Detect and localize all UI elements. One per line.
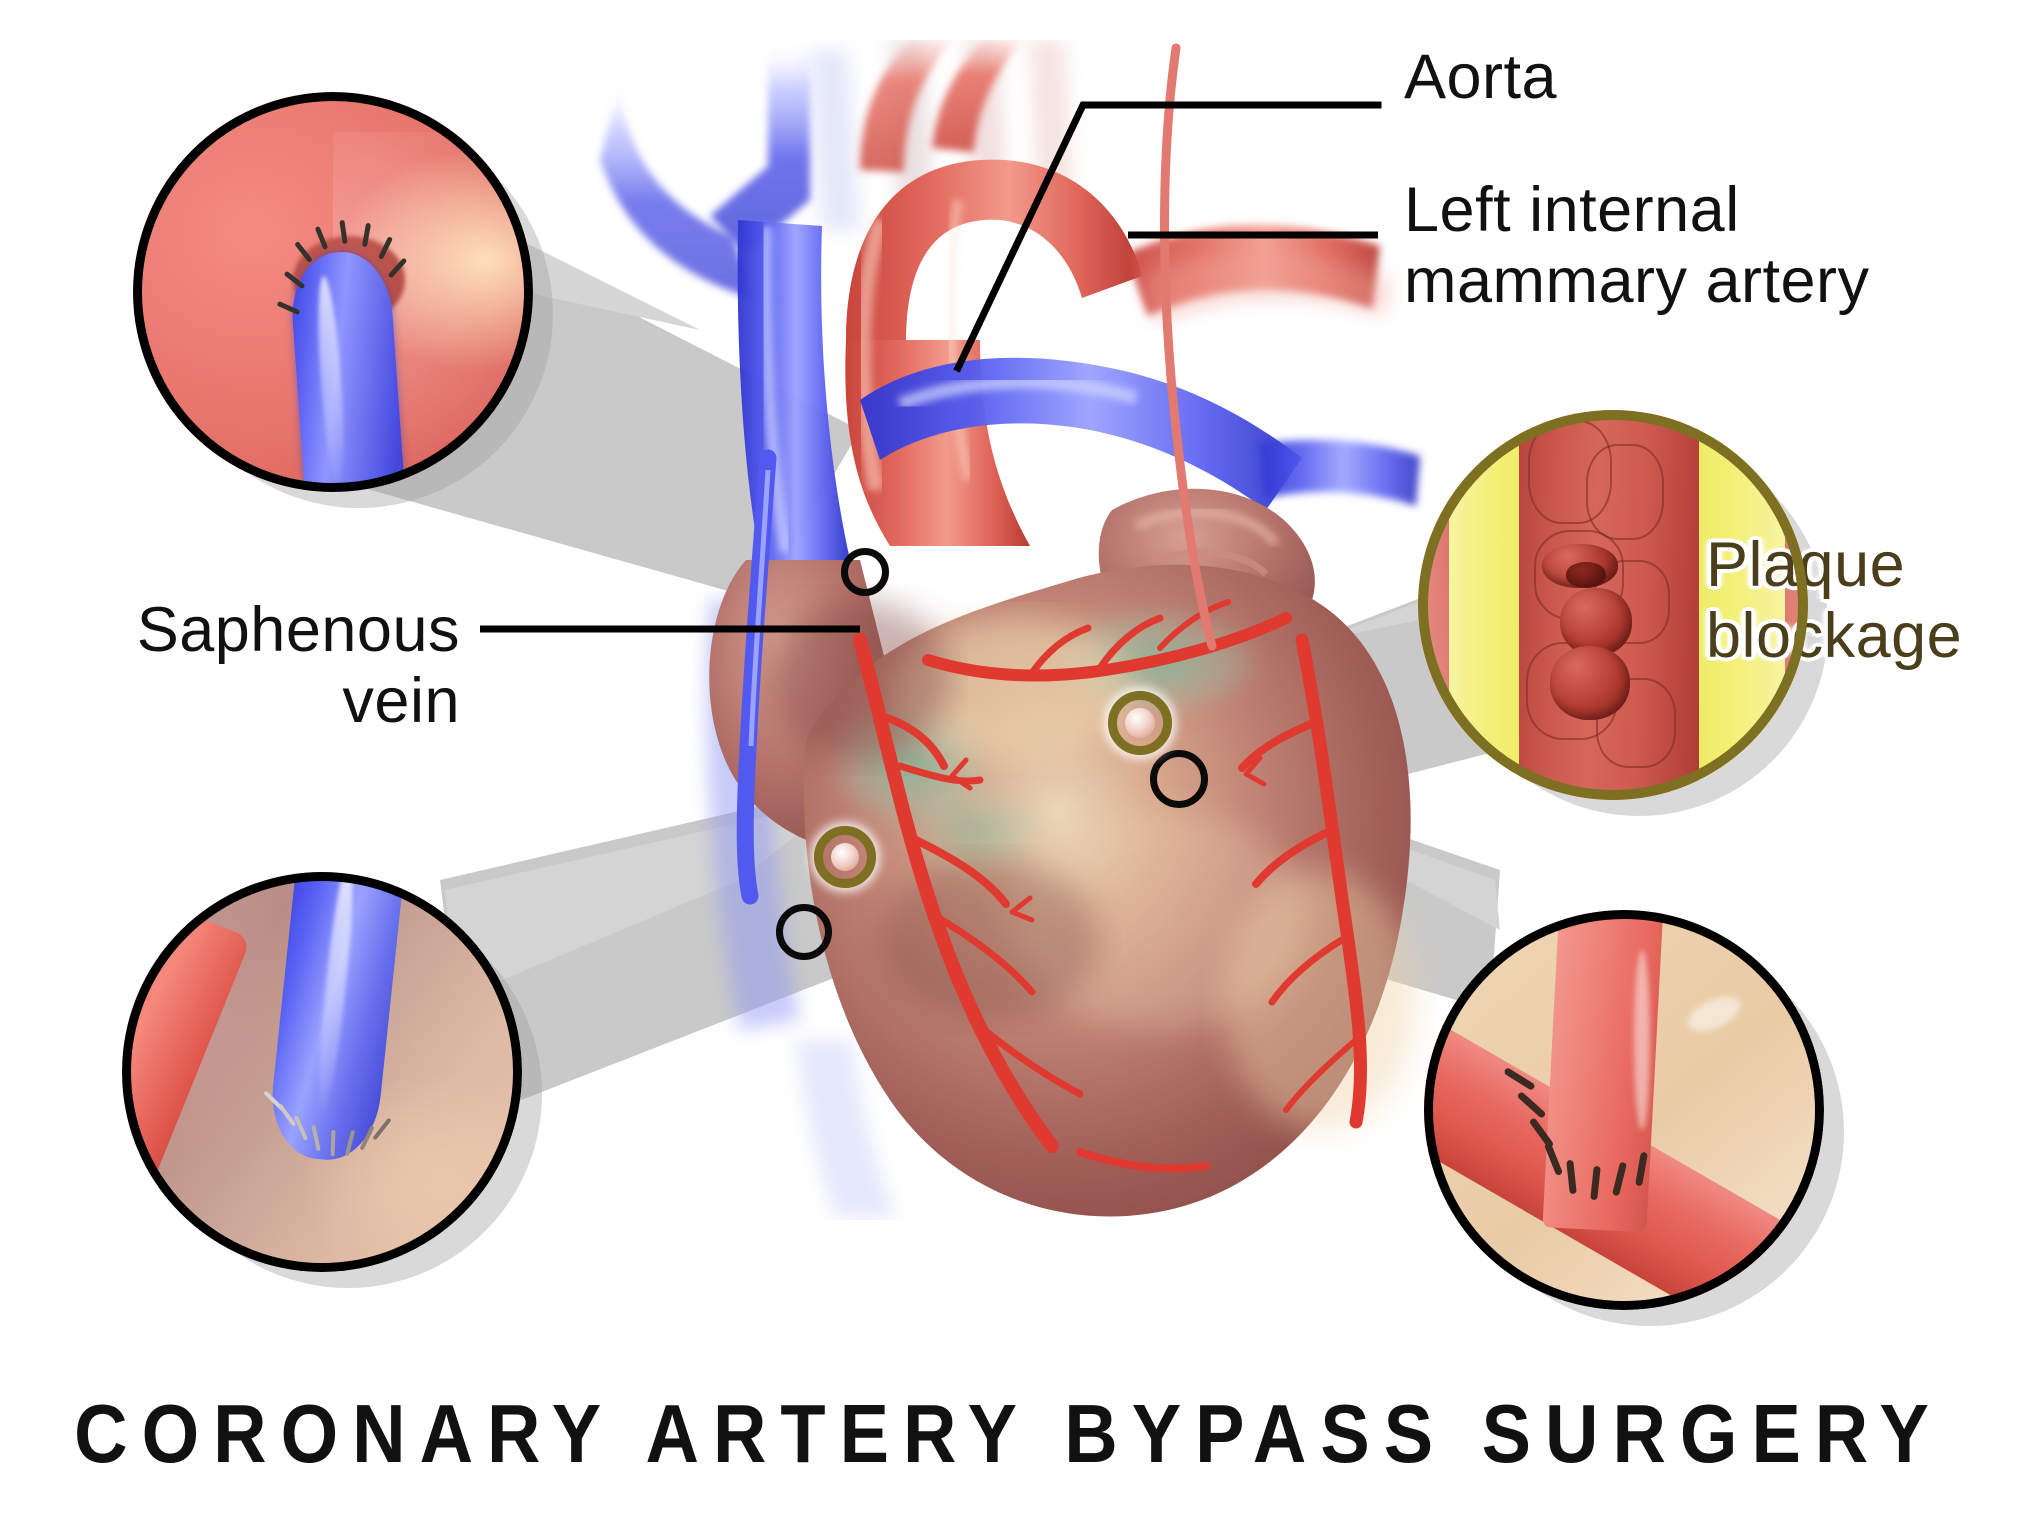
heart-illustration [560,40,1500,1220]
proximal-anastomosis-art [133,92,533,492]
coronary-arteries [853,599,1368,1173]
lima-graft [1160,43,1217,651]
distal-vein-anastomosis-art [122,872,522,1272]
leader-aorta [953,101,1382,373]
marker-plaque-left [814,826,876,888]
inset-proximal-anastomosis [133,92,533,492]
label-saphenous-vein: Saphenous vein [136,595,460,736]
heart-anatomy-svg [600,40,1420,1218]
marker-distal-vein [776,904,832,960]
lima-anastomosis-art [1424,910,1824,1310]
plaque-blockage-art [1418,410,1808,800]
label-plaque-blockage: Plaque blockage [1706,530,1963,671]
label-lima: Left internal mammary artery [1404,175,1870,316]
label-aorta: Aorta [1404,42,1558,112]
plaque-core [1125,708,1155,738]
inset-plaque-blockage [1418,410,1808,800]
inset-distal-vein-anastomosis [122,872,522,1272]
page-title: CORONARY ARTERY BYPASS SURGERY [74,1386,1943,1480]
marker-lima-distal [1150,750,1208,808]
marker-aorta-graft [841,548,889,596]
marker-plaque-right [1108,691,1172,755]
heart-body [709,488,1416,1217]
plaque-core [830,842,860,872]
